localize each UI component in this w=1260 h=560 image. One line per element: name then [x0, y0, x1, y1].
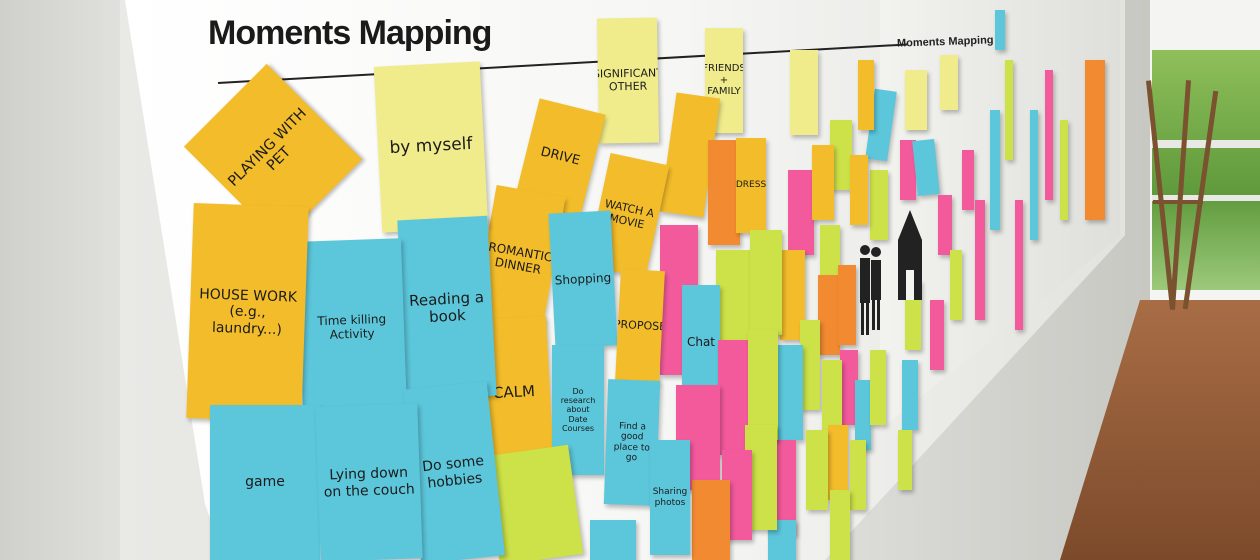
sticky-note — [812, 145, 834, 220]
sticky-note — [1005, 60, 1013, 160]
sticky-note — [858, 60, 874, 130]
sticky-note — [1060, 120, 1068, 220]
sticky-note — [930, 300, 944, 370]
sticky-note — [1085, 60, 1105, 220]
sticky-note — [1030, 110, 1038, 240]
sticky-note-reading-a-book: Reading a book — [397, 215, 497, 401]
sticky-note-sharing-photos: Sharing photos — [650, 440, 690, 555]
sticky-note — [940, 55, 958, 110]
sticky-note — [898, 430, 912, 490]
sticky-note — [820, 225, 840, 285]
sticky-note — [950, 250, 962, 320]
sticky-note — [850, 155, 868, 225]
sticky-note — [800, 320, 820, 410]
sticky-note-game: game — [210, 405, 320, 560]
sticky-note — [750, 230, 782, 335]
board-title: Moments Mapping — [208, 14, 492, 52]
sticky-note — [806, 430, 828, 510]
sticky-note — [870, 170, 888, 240]
sticky-note — [716, 250, 752, 355]
sticky-note — [905, 70, 927, 130]
sticky-note — [822, 360, 842, 440]
sticky-note — [938, 195, 952, 255]
sticky-note — [900, 140, 916, 200]
sticky-note-significant-other: SIGNIFICANT OTHER — [596, 17, 660, 144]
sticky-note — [850, 440, 866, 510]
sticky-note — [840, 350, 858, 425]
sticky-note-by-myself: by myself — [373, 61, 489, 233]
sticky-note — [830, 120, 852, 190]
sticky-note-chat: Chat — [682, 285, 720, 400]
easel — [1145, 80, 1219, 310]
sticky-note-propose: PROPOSE — [615, 268, 665, 384]
house-icon — [898, 210, 922, 300]
sticky-note-time-killing: Time killing Activity — [296, 238, 408, 417]
sticky-note — [902, 360, 918, 430]
sticky-note-lying-down: Lying down on the couch — [315, 403, 423, 560]
sticky-note — [1045, 70, 1053, 200]
sticky-note — [830, 490, 850, 560]
sticky-note — [975, 200, 985, 320]
sticky-note — [1015, 200, 1023, 330]
sticky-note — [828, 425, 848, 500]
sticky-note — [990, 110, 1000, 230]
window-frame — [1152, 195, 1260, 201]
sticky-note-house-work: HOUSE WORK (e.g., laundry...) — [186, 203, 309, 422]
sticky-note — [775, 345, 803, 440]
sticky-note — [855, 380, 871, 450]
sticky-note — [818, 275, 840, 355]
sticky-note — [790, 50, 818, 135]
left-wall — [0, 0, 135, 560]
sticky-note — [962, 150, 974, 210]
sticky-note — [995, 10, 1005, 50]
sticky-note — [838, 265, 856, 345]
sticky-note-dress: DRESS — [736, 138, 766, 233]
people-icon — [858, 240, 882, 350]
sticky-note-shopping: Shopping — [548, 210, 618, 349]
sticky-note — [708, 140, 740, 245]
sticky-note — [870, 350, 886, 425]
sticky-note — [748, 330, 778, 440]
sticky-note — [692, 480, 730, 560]
sticky-note — [788, 170, 814, 255]
sticky-note — [590, 520, 636, 560]
